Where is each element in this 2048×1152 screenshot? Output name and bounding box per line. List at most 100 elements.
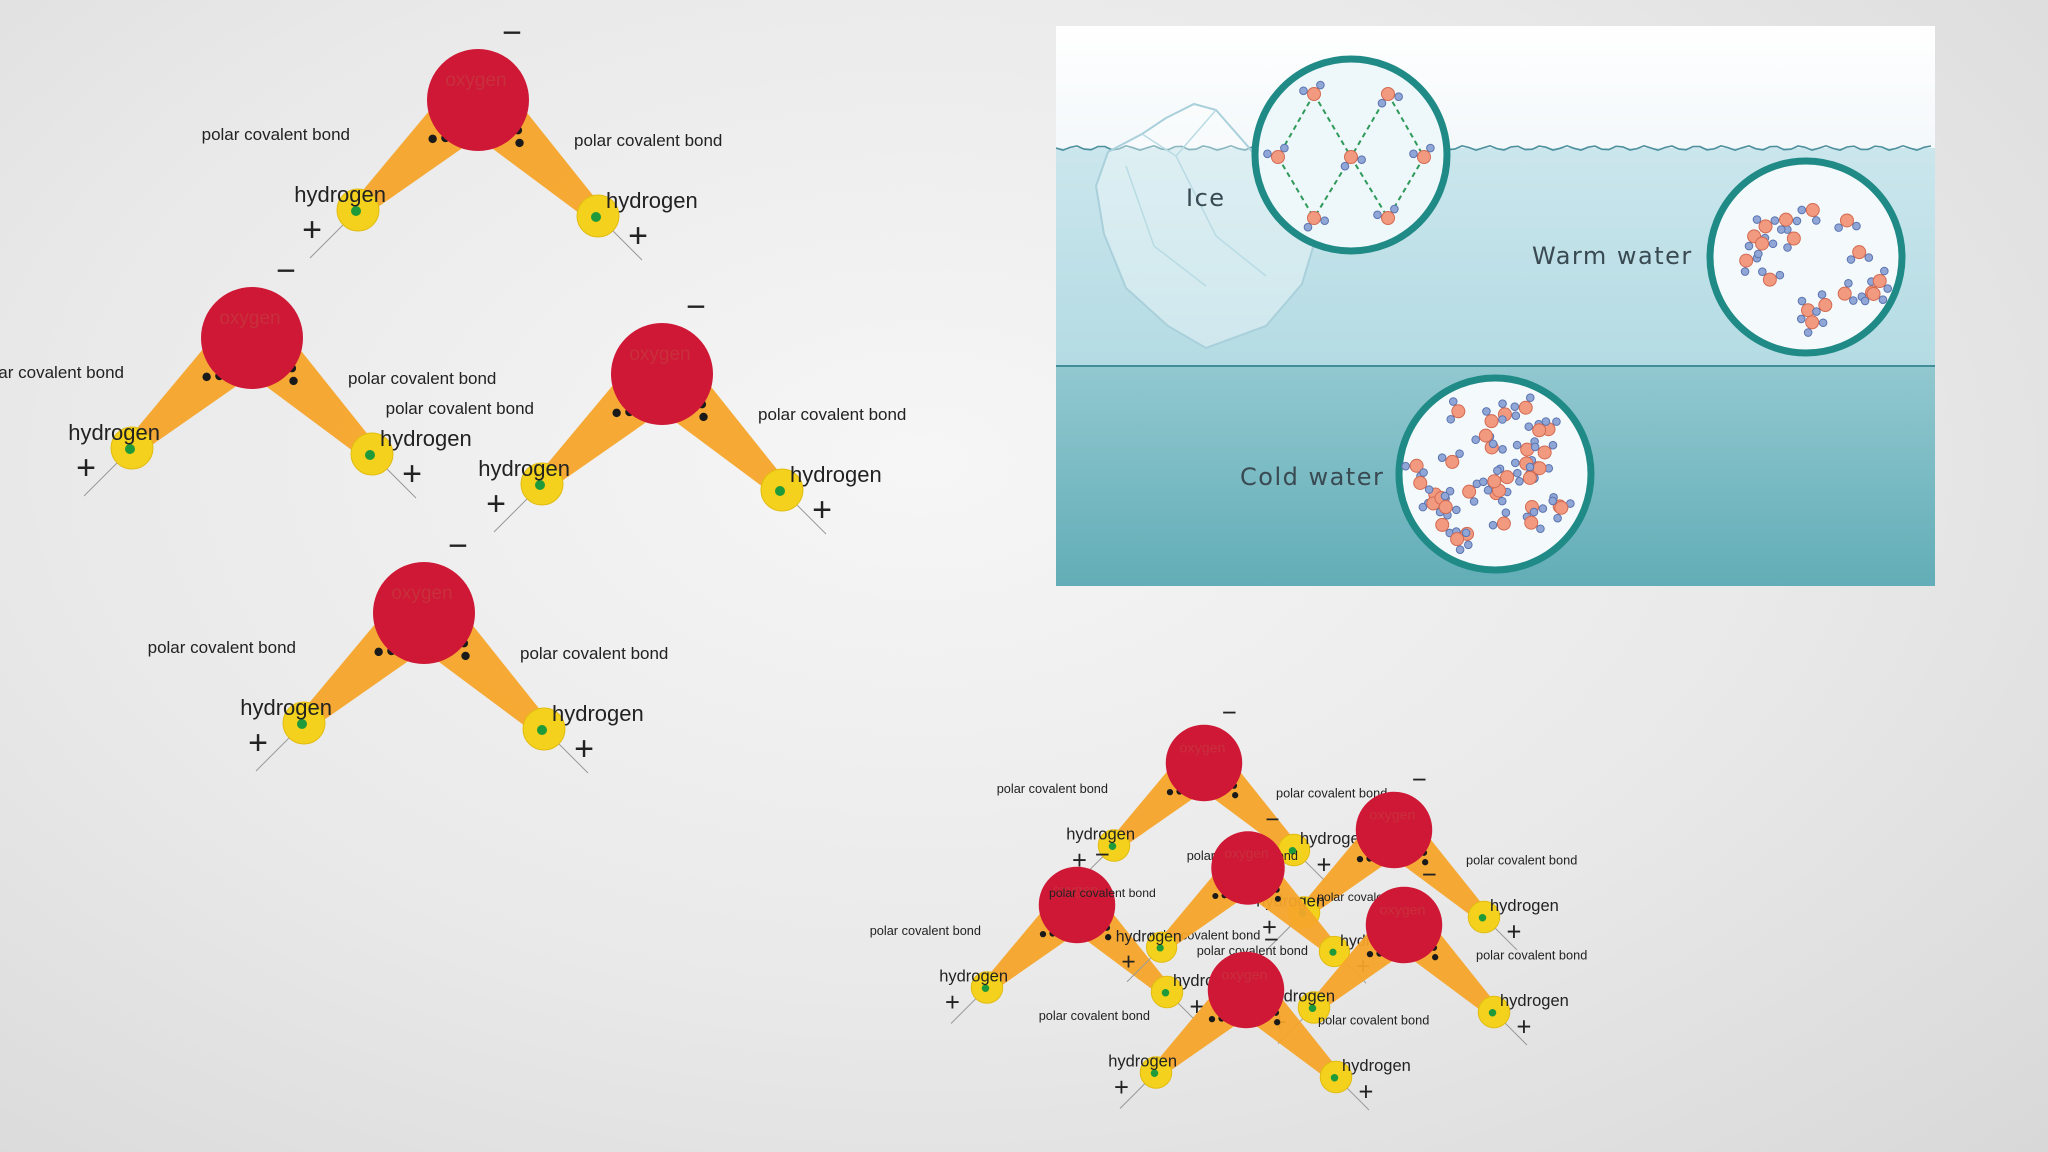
h-atom <box>1471 435 1480 445</box>
electron-dot <box>1105 934 1112 941</box>
positive-charge-left: + <box>1114 1074 1129 1102</box>
electron-dot <box>428 134 437 144</box>
bond-label-left: polar covalent bond <box>1049 886 1156 900</box>
oxygen-label: oxygen <box>1180 741 1226 757</box>
h-atom <box>1498 415 1507 424</box>
bond-label-right: polar covalent bond <box>1318 1013 1429 1028</box>
negative-charge: − <box>1222 699 1237 727</box>
oxygen-label: oxygen <box>1380 903 1426 919</box>
bond-label-right: polar covalent bond <box>574 131 722 150</box>
hydrogen-label-right: hydrogen <box>1490 897 1559 915</box>
h-atom <box>1744 241 1754 251</box>
bond-label-right: polar covalent bond <box>758 405 906 424</box>
h-atom <box>1548 440 1558 450</box>
hydrogen-bond <box>1313 93 1352 158</box>
iceberg-inner-lines <box>1125 109 1267 287</box>
o-atom <box>1438 500 1453 515</box>
hydrogen-label-left: hydrogen <box>1066 826 1135 844</box>
h-atom <box>1792 216 1802 226</box>
negative-charge: − <box>686 288 706 326</box>
o-atom <box>1866 286 1881 301</box>
negative-charge: − <box>1412 766 1427 794</box>
oxygen-atom <box>1365 886 1443 964</box>
electron-dot <box>1039 930 1047 938</box>
oxygen-atom <box>427 49 529 151</box>
h-atom <box>1440 491 1450 501</box>
h-atom <box>1437 453 1447 463</box>
ice-label: Ice <box>1186 184 1226 212</box>
hydrogen-bond <box>1350 156 1389 219</box>
o-atom <box>1344 150 1358 164</box>
proton-dot <box>1330 1074 1339 1082</box>
hydrogen-label-left: hydrogen <box>68 420 160 445</box>
h-atom <box>1418 502 1428 512</box>
h-atom <box>1510 458 1520 468</box>
proton-dot <box>1478 914 1487 922</box>
h-atom <box>1303 222 1313 232</box>
negative-charge: − <box>276 252 296 290</box>
oxygen-atom <box>1211 831 1285 905</box>
proton-dot <box>125 444 135 454</box>
h-atom <box>1448 397 1458 406</box>
proton-dot <box>351 206 361 216</box>
covalent-bond-right <box>1209 767 1299 855</box>
electron-dot <box>1274 895 1281 902</box>
o-atom <box>1805 315 1820 330</box>
oxygen-atom <box>611 323 713 425</box>
h-atom <box>1834 223 1843 232</box>
oxygen-label: oxygen <box>1225 846 1269 861</box>
bond-label-left: polar covalent bond <box>202 125 350 144</box>
o-atom <box>1462 484 1477 499</box>
h-atom <box>1513 468 1522 478</box>
h-atom <box>1852 221 1861 231</box>
o-atom <box>1435 517 1450 532</box>
hydrogen-label-left: hydrogen <box>240 695 332 720</box>
water-surface <box>1056 144 1932 152</box>
covalent-bond-right <box>1409 929 1499 1017</box>
h-atom <box>1880 266 1889 276</box>
proton-dot <box>537 725 547 735</box>
negative-charge: − <box>448 527 468 565</box>
h-atom <box>1525 462 1535 472</box>
o-atom <box>1852 245 1867 260</box>
h-atom <box>1488 520 1498 530</box>
h-atom <box>1446 414 1456 424</box>
h-atom <box>1498 399 1507 408</box>
h-atom <box>1373 210 1382 220</box>
h-atom <box>1357 155 1366 165</box>
positive-charge-right: + <box>1507 918 1522 946</box>
oxygen-label: oxygen <box>1370 808 1416 824</box>
proton-dot <box>1308 1004 1317 1012</box>
h-atom <box>1483 485 1493 495</box>
h-atom <box>1316 80 1325 90</box>
electron-dot <box>289 376 298 386</box>
o-atom <box>1478 428 1493 443</box>
o-atom <box>1487 474 1502 489</box>
bond-label-right: polar covalent bond <box>520 644 668 663</box>
bond-label-left: polar covalent bond <box>0 363 124 382</box>
h-atom <box>1883 284 1892 293</box>
bond-label-left: polar covalent bond <box>1197 943 1308 958</box>
electron-dot <box>1432 954 1439 961</box>
h-atom <box>1390 204 1399 214</box>
positive-charge-right: + <box>812 491 832 529</box>
h-atom <box>1482 407 1491 416</box>
oxygen-label: oxygen <box>1053 883 1099 899</box>
o-atom <box>1409 458 1424 473</box>
oxygen-label: oxygen <box>629 344 690 365</box>
hydrogen-label-left: hydrogen <box>1116 928 1182 945</box>
oxygen-label: oxygen <box>219 308 280 329</box>
hydrogen-label-right: hydrogen <box>1342 1057 1411 1075</box>
h-atom <box>1553 513 1562 523</box>
o-atom <box>1417 150 1431 164</box>
positive-charge-left: + <box>76 449 96 487</box>
proton-dot <box>1161 989 1170 997</box>
h-atom <box>1455 545 1465 555</box>
proton-dot <box>1156 944 1164 952</box>
oxygen-atom <box>201 287 303 389</box>
positive-charge-left: + <box>248 724 268 762</box>
electron-dot <box>461 651 470 661</box>
o-atom <box>1381 211 1395 225</box>
